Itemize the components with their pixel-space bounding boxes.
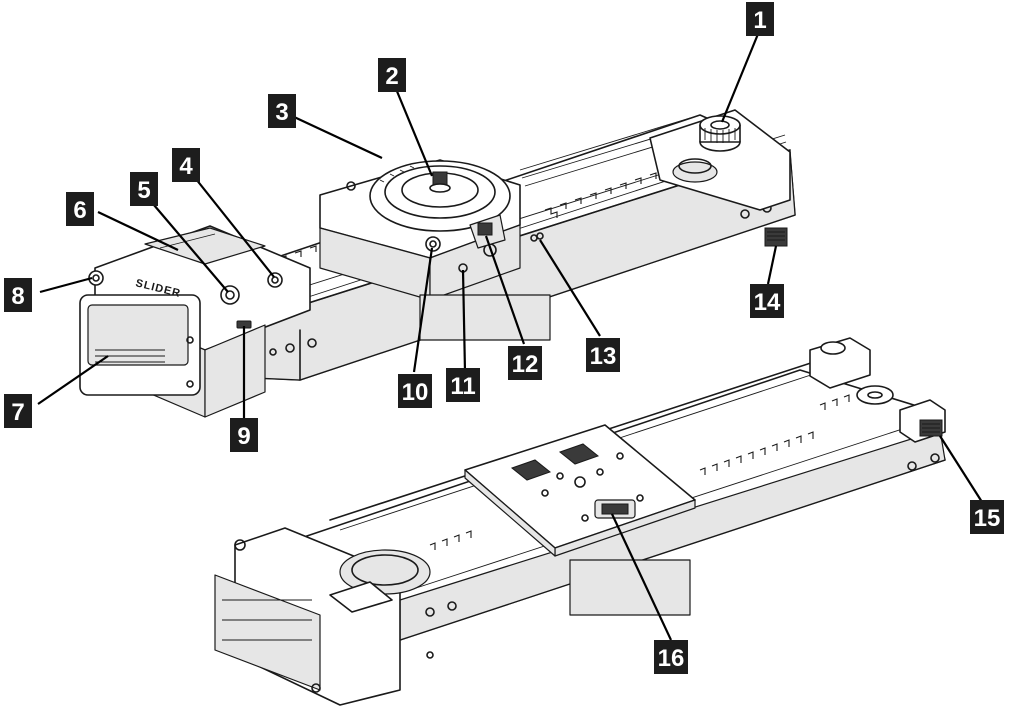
leader-12: [484, 235, 526, 345]
svg-text:14: 14: [754, 289, 781, 316]
svg-text:12: 12: [512, 351, 539, 378]
svg-text:5: 5: [137, 177, 150, 204]
lower-mounting-plate: [464, 424, 696, 616]
leader-1: [720, 33, 760, 123]
callout-8: 8: [4, 278, 32, 312]
leader-14: [766, 245, 778, 285]
svg-text:11: 11: [450, 373, 475, 400]
lower-left-motor-unit: [214, 527, 434, 706]
leader-4: [191, 173, 275, 278]
callout-15: 15: [970, 500, 1004, 534]
svg-text:15: 15: [974, 505, 1001, 532]
svg-text:9: 9: [237, 423, 250, 450]
leader-11: [461, 269, 467, 373]
upper-left-motor-unit: SLIDER: [79, 225, 311, 418]
callout-10: 10: [398, 374, 432, 408]
leader-15: [939, 435, 983, 503]
callout-6: 6: [66, 192, 94, 226]
upper-slider-view: SLIDER: [79, 109, 796, 418]
callout-2: 2: [378, 58, 406, 92]
svg-text:10: 10: [402, 379, 429, 406]
callout-3: 3: [268, 94, 296, 128]
callouts: 1 2 3 4 5 6 7 8: [4, 2, 1004, 674]
svg-text:2: 2: [385, 63, 398, 90]
leader-10: [412, 247, 434, 373]
lower-slider-view: [214, 337, 946, 706]
svg-text:4: 4: [179, 153, 193, 180]
svg-text:6: 6: [73, 197, 86, 224]
leader-2: [392, 83, 434, 177]
svg-text:3: 3: [275, 99, 288, 126]
leader-6: [97, 211, 179, 251]
leader-8: [39, 276, 93, 294]
callout-11: 11: [446, 368, 480, 402]
callout-1: 1: [746, 2, 774, 36]
callout-13: 13: [586, 338, 620, 372]
svg-text:13: 13: [590, 343, 617, 370]
callout-5: 5: [130, 172, 158, 206]
leader-16: [611, 513, 672, 641]
callout-4: 4: [172, 148, 200, 182]
svg-text:16: 16: [658, 645, 685, 672]
callout-16: 16: [654, 640, 688, 674]
callout-14: 14: [750, 284, 784, 318]
svg-text:8: 8: [11, 283, 24, 310]
leader-5: [147, 197, 229, 293]
callout-9: 9: [230, 418, 258, 452]
upper-right-endcap: [649, 109, 791, 247]
lower-rack-teeth: [429, 394, 850, 550]
leader-7: [37, 355, 109, 405]
callout-7: 7: [4, 394, 32, 428]
callout-12: 12: [508, 346, 542, 380]
svg-text:7: 7: [11, 399, 24, 426]
svg-text:1: 1: [753, 7, 766, 34]
locking-knob: [699, 115, 741, 152]
leader-lines: [37, 33, 983, 641]
upper-carriage: [319, 159, 551, 341]
lower-right-endcap: [809, 337, 946, 443]
leader-3: [291, 115, 383, 159]
leader-13: [539, 239, 601, 337]
